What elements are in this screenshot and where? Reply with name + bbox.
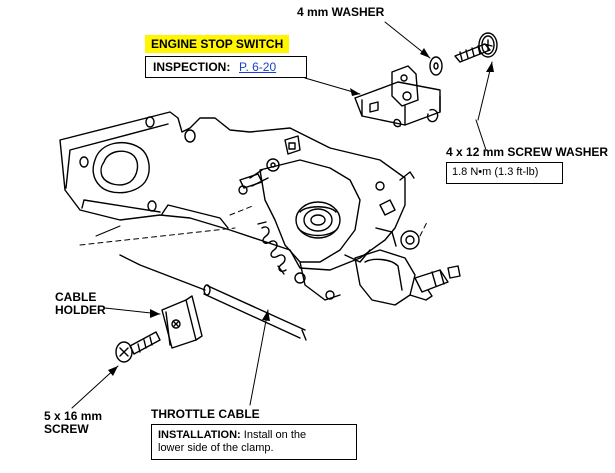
installation-label: INSTALLATION: [158, 429, 241, 441]
cable-holder-label-line1: CABLE [55, 290, 97, 304]
installation-line1: INSTALLATION: Install on the [158, 429, 306, 442]
installation-text-1: Install on the [243, 429, 307, 441]
throttle-cable-part [120, 255, 306, 340]
screw-washer-4x12-part [455, 33, 497, 62]
torque-box: 1.8 N•m (1.3 ft-lb) [446, 162, 563, 184]
installation-box: INSTALLATION: Install on the lower side … [151, 424, 357, 460]
screw-5x16-label-line2: SCREW [44, 422, 89, 436]
cable-holder-label-line2: HOLDER [55, 303, 106, 317]
washer-4mm-label: 4 mm WASHER [297, 5, 385, 19]
leader-arrowheads [108, 48, 494, 376]
leader-lines [72, 22, 492, 408]
screw-5x16-label-line1: 5 x 16 mm [44, 409, 103, 423]
engine-stop-switch-part [355, 66, 440, 127]
cable-holder-part [162, 296, 202, 348]
inspection-label: INSPECTION: [153, 60, 231, 74]
inspection-box: INSPECTION: P. 6-20 [145, 56, 307, 78]
torque-value: 1.8 N•m (1.3 ft-lb) [452, 166, 539, 178]
washer-4mm-part [430, 57, 442, 75]
screw-5x16-part [116, 332, 160, 362]
installation-text-2: lower side of the clamp. [158, 442, 274, 454]
screw-washer-label: 4 x 12 mm SCREW WASHER [446, 145, 609, 159]
bracket-plate [60, 112, 405, 270]
engine-stop-switch-title: ENGINE STOP SWITCH [145, 35, 290, 53]
fitting-assembly [355, 228, 460, 305]
alignment-lines [80, 205, 428, 245]
inspection-page-link[interactable]: P. 6-20 [239, 60, 277, 74]
governor-mechanism [239, 159, 414, 300]
throttle-cable-label: THROTTLE CABLE [151, 407, 260, 421]
